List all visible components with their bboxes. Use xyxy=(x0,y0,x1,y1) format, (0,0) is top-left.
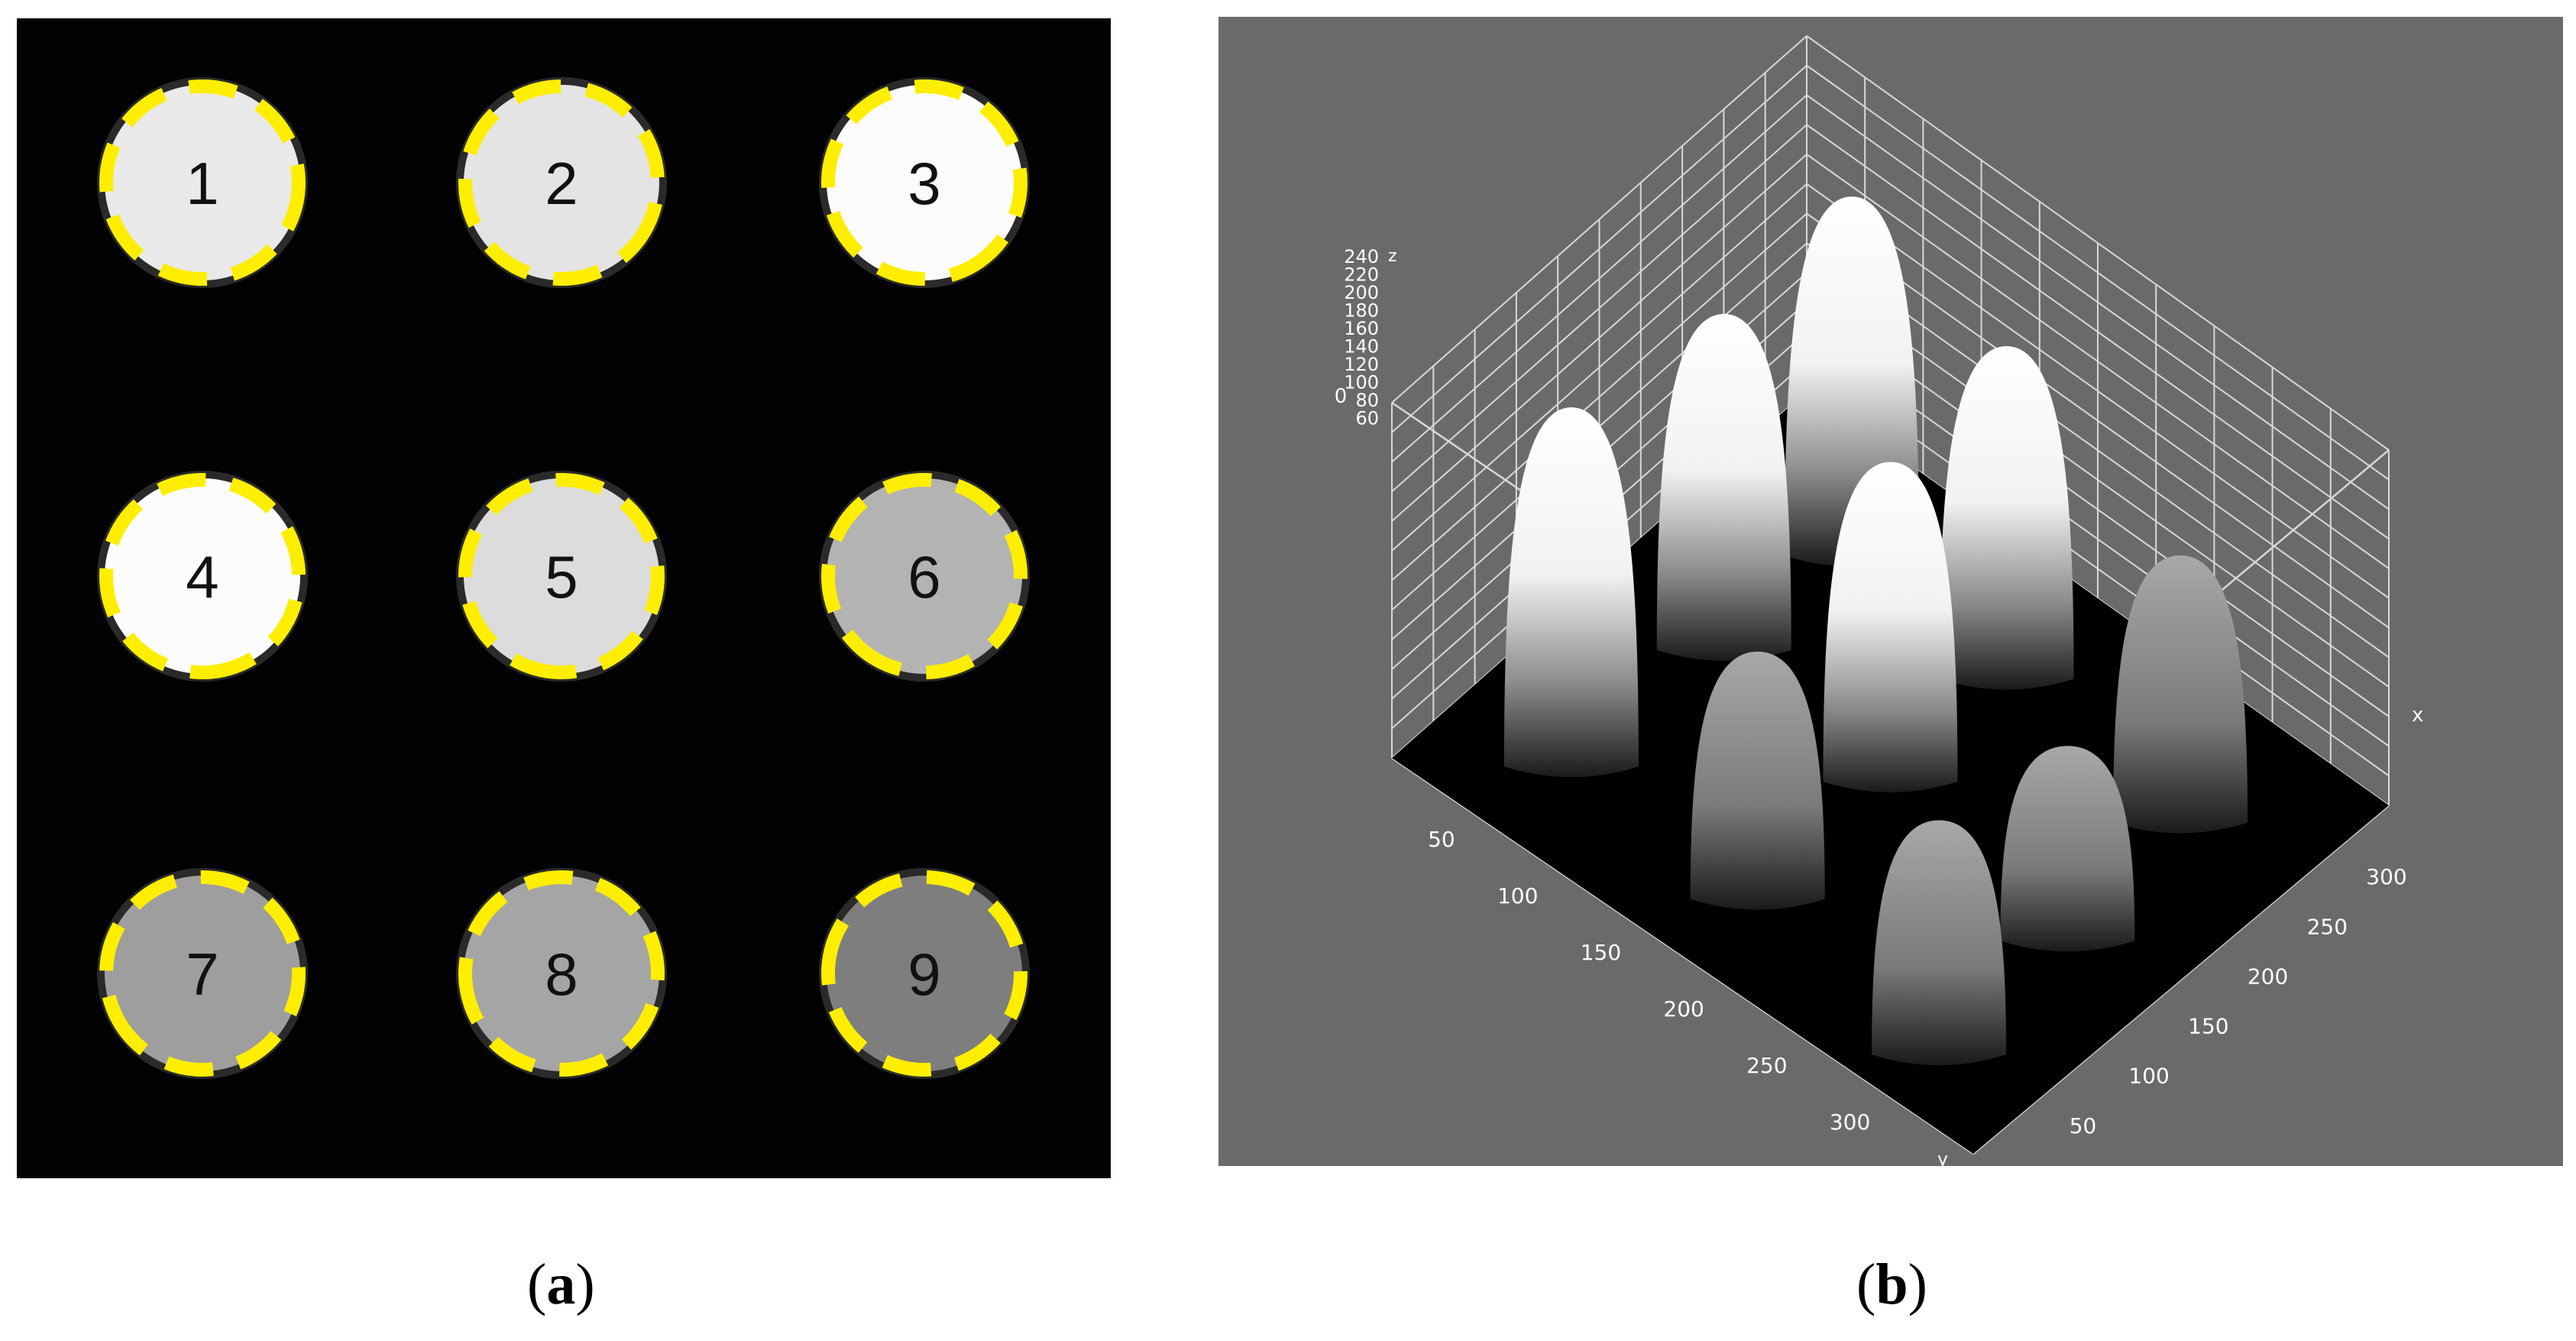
x-tick-label: 250 xyxy=(2307,914,2348,939)
grid-line xyxy=(1806,94,2390,510)
well-label: 7 xyxy=(186,941,218,1008)
peak-well-2 xyxy=(1939,346,2074,690)
well-2: 2 xyxy=(456,77,667,288)
x-tick-label: 150 xyxy=(2188,1014,2228,1039)
y-tick-label: 300 xyxy=(1830,1109,1870,1135)
peak-well-7 xyxy=(1872,820,2007,1066)
grid-line xyxy=(1391,183,1807,552)
well-4: 4 xyxy=(97,471,308,682)
grid-line xyxy=(1806,183,2390,599)
well-label: 1 xyxy=(186,150,218,217)
grid-line xyxy=(1806,35,2390,451)
peak-well-6 xyxy=(2113,555,2248,834)
well-disc xyxy=(464,85,659,280)
peak-well-1 xyxy=(1656,313,1791,661)
wells-image-svg: 1 2 3 4 5 6 7 8 9 xyxy=(97,77,1030,1079)
y-tick-label: 250 xyxy=(1746,1053,1787,1078)
well-outline-dashed xyxy=(99,473,306,679)
x-tick-label: 200 xyxy=(2248,964,2288,989)
well-8: 8 xyxy=(456,868,667,1079)
well-outline-dashed xyxy=(458,870,665,1077)
z-tick-label: 80 xyxy=(1355,390,1379,411)
peak-well-8 xyxy=(1690,651,1825,910)
well-7: 7 xyxy=(97,868,308,1079)
z-tick-label: 140 xyxy=(1344,336,1379,358)
well-9: 9 xyxy=(819,868,1030,1079)
well-label: 6 xyxy=(908,543,940,611)
x-tick-label: 100 xyxy=(2128,1064,2169,1089)
surface-peaks xyxy=(1503,196,2248,1066)
well-disc xyxy=(105,876,300,1071)
x-axis-label: x xyxy=(2412,704,2423,727)
well-outline-dashed xyxy=(821,473,1027,679)
z-tick-label: 100 xyxy=(1344,372,1379,394)
well-disc xyxy=(464,478,659,674)
grid-line xyxy=(1391,124,1807,492)
y-tick-label: 50 xyxy=(1428,827,1455,852)
well-outline-dashed xyxy=(821,79,1027,286)
well-outline-dashed xyxy=(99,870,306,1077)
well-label: 2 xyxy=(545,150,578,217)
grid-line xyxy=(1391,154,1807,522)
grid-line xyxy=(1391,212,1807,581)
well-outline-dashed xyxy=(99,79,306,286)
grid-line xyxy=(1391,35,1807,403)
grid-line xyxy=(1806,212,2390,629)
panel-label-a: (a) xyxy=(527,1252,595,1317)
surface-plot-svg: 2402202001801601401201008060z05010015020… xyxy=(1335,35,2424,1170)
grid-line xyxy=(1806,124,2390,540)
y-tick-label: 100 xyxy=(1497,883,1538,909)
peak-well-4 xyxy=(1503,407,1639,778)
well-outline-dashed xyxy=(458,473,665,679)
well-label: 9 xyxy=(908,941,940,1008)
grid-line xyxy=(1391,94,1807,463)
z-tick-label: 200 xyxy=(1344,282,1379,303)
x-tick-label: 300 xyxy=(2366,864,2406,889)
x-tick-label: 50 xyxy=(2070,1113,2097,1139)
well-label: 4 xyxy=(186,543,218,611)
well-disc xyxy=(105,85,300,280)
well-5: 5 xyxy=(456,471,667,682)
peak-well-5 xyxy=(1823,462,1958,792)
wells-image-panel: 1 2 3 4 5 6 7 8 9 xyxy=(17,18,1111,1178)
surface-axes: 2402202001801601401201008060z05010015020… xyxy=(1335,246,2424,1170)
y-tick-label: 200 xyxy=(1663,996,1704,1022)
peak-well-9 xyxy=(2000,746,2135,952)
panel-label-b: (b) xyxy=(1856,1252,1927,1317)
grid-line xyxy=(1391,65,1807,433)
z-tick-label: 60 xyxy=(1355,408,1379,429)
well-label: 5 xyxy=(545,543,578,611)
z-axis-label: z xyxy=(1388,247,1397,266)
well-label: 3 xyxy=(908,150,940,217)
well-outline-dashed xyxy=(820,870,1027,1077)
y-axis-label: y xyxy=(1937,1148,1948,1166)
z-tick-label: 120 xyxy=(1344,354,1379,375)
origin-tick-label: 0 xyxy=(1335,385,1348,408)
well-6: 6 xyxy=(819,471,1030,682)
z-tick-label: 220 xyxy=(1344,264,1379,286)
z-tick-label: 240 xyxy=(1344,246,1379,267)
z-tick-label: 180 xyxy=(1344,300,1379,322)
well-1: 1 xyxy=(97,77,308,288)
z-tick-label: 160 xyxy=(1344,318,1379,339)
well-disc xyxy=(827,85,1022,280)
well-disc xyxy=(105,478,300,674)
well-disc xyxy=(827,478,1022,674)
grid-line xyxy=(1806,154,2390,569)
grid-line xyxy=(1806,64,2390,481)
well-outline-dashed xyxy=(458,79,665,286)
well-label: 8 xyxy=(545,941,578,1008)
well-disc xyxy=(827,876,1022,1071)
well-3: 3 xyxy=(819,77,1030,288)
y-tick-label: 150 xyxy=(1581,940,1621,965)
well-disc xyxy=(464,876,659,1071)
